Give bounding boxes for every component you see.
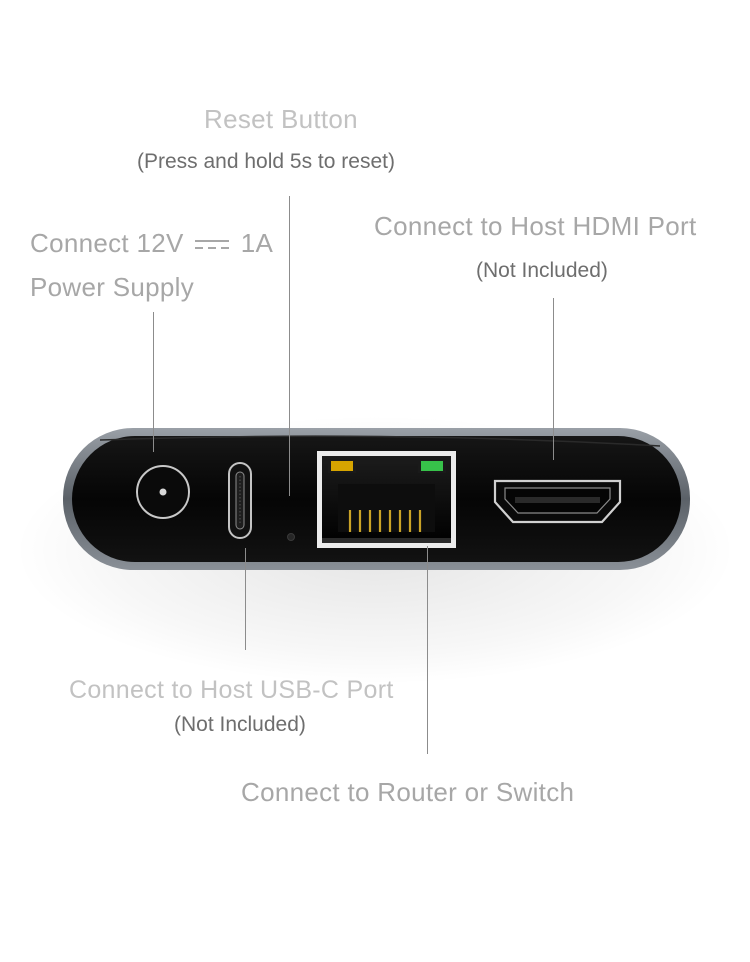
power-leader-line [153, 312, 154, 452]
green-led [421, 461, 443, 471]
reset-button-note: (Press and hold 5s to reset) [137, 150, 395, 173]
hdmi-leader-line [553, 298, 554, 460]
dc-power-jack[interactable] [136, 465, 190, 519]
usb-c-port[interactable] [228, 462, 252, 539]
dc-voltage-symbol-icon [195, 238, 230, 252]
usbc-port-note: (Not Included) [174, 713, 306, 736]
hdmi-port[interactable] [493, 479, 622, 524]
power-voltage-text: Connect 12V [30, 228, 184, 258]
ethernet-rj45-port[interactable] [317, 451, 456, 548]
reset-leader-line [289, 196, 290, 496]
ethernet-leader-line [427, 546, 428, 754]
power-supply-label-line1: Connect 12V 1A [30, 228, 273, 259]
reset-button-pinhole[interactable] [287, 533, 295, 541]
reset-button-title: Reset Button [204, 104, 358, 134]
power-supply-label-line2: Power Supply [30, 272, 195, 302]
amber-led [331, 461, 353, 471]
power-current-text: 1A [240, 228, 274, 258]
ethernet-port-title: Connect to Router or Switch [241, 777, 575, 807]
usbc-leader-line [245, 548, 246, 650]
usbc-port-title: Connect to Host USB-C Port [69, 676, 394, 704]
hdmi-port-note: (Not Included) [476, 259, 608, 282]
hdmi-port-title: Connect to Host HDMI Port [374, 211, 697, 241]
